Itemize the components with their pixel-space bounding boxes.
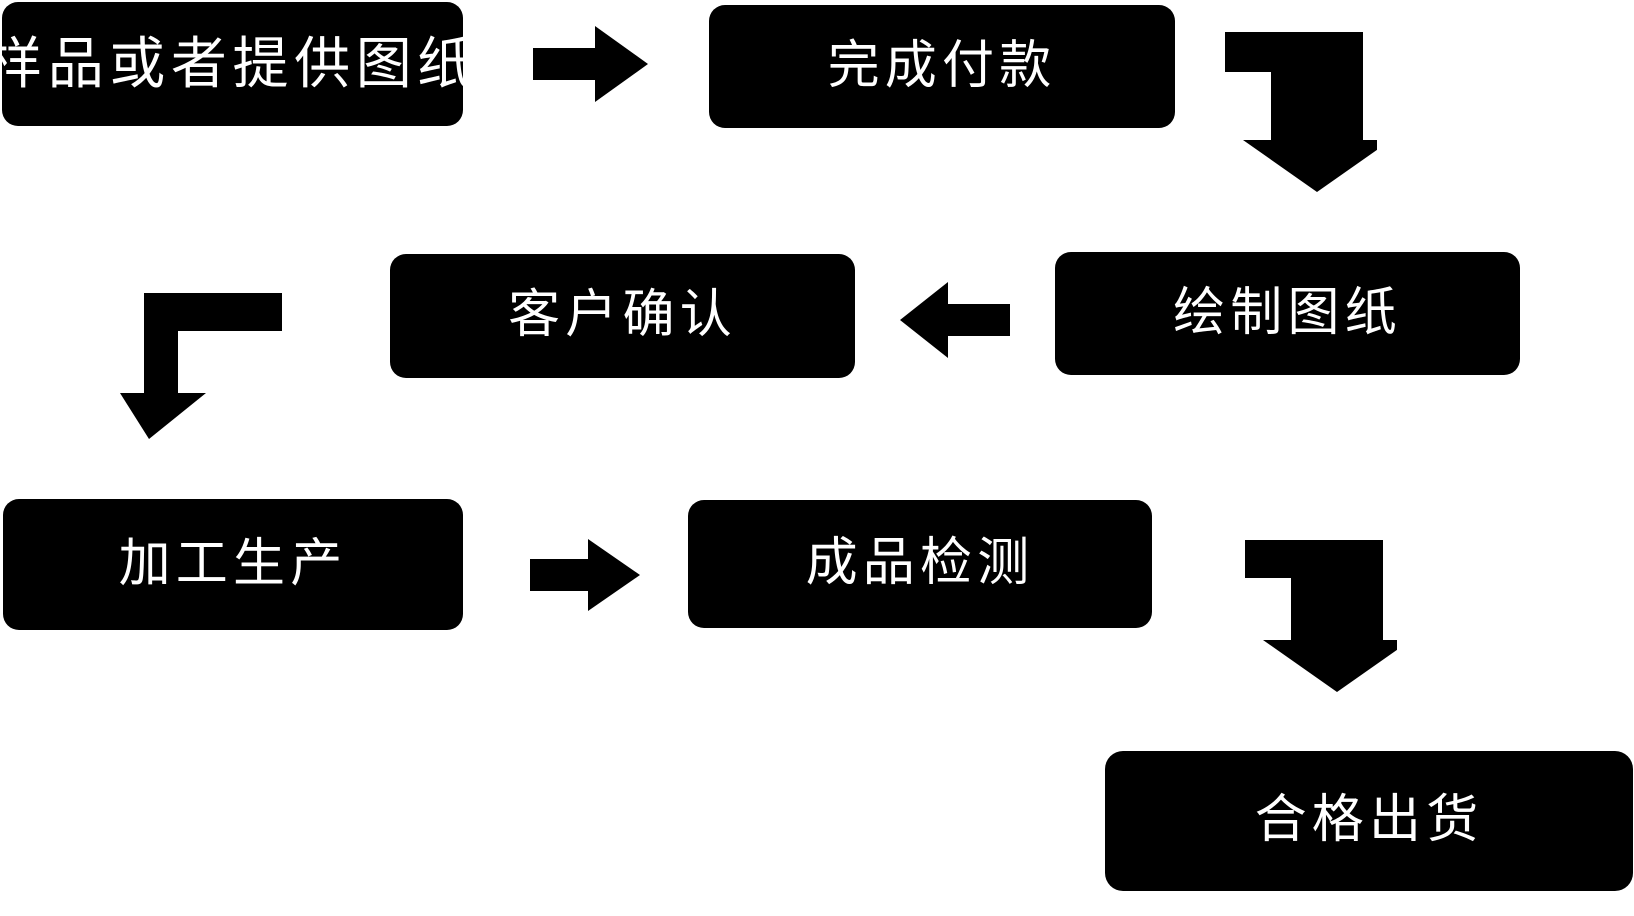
flow-node-sample-label: 样品或者提供图纸 [0, 32, 479, 96]
flow-node-inspection[interactable]: 成品检测 [688, 500, 1152, 628]
flow-node-confirm[interactable]: 客户确认 [390, 254, 855, 378]
flow-node-drawing-label: 绘制图纸 [1173, 283, 1402, 342]
flow-node-production-label: 加工生产 [118, 534, 348, 593]
flow-node-drawing[interactable]: 绘制图纸 [1055, 252, 1520, 375]
arrow-elbow-left-down-confirm-to-production-icon [120, 293, 282, 439]
flow-node-confirm-label: 客户确认 [508, 286, 737, 345]
arrow-elbow-right-down-inspection-to-shipment-icon [1245, 540, 1397, 692]
flow-node-payment-label: 完成付款 [827, 36, 1057, 95]
flow-node-shipment-label: 合格出货 [1254, 791, 1484, 850]
arrow-left-drawing-to-confirm-icon [900, 282, 1010, 358]
flow-node-inspection-label: 成品检测 [805, 534, 1035, 593]
flow-node-production[interactable]: 加工生产 [3, 499, 463, 630]
arrow-elbow-right-down-payment-to-drawing-icon [1225, 32, 1377, 192]
arrow-right-production-to-inspection-icon [530, 539, 640, 611]
arrow-right-sample-to-payment-icon [533, 26, 648, 102]
flow-node-sample[interactable]: 样品或者提供图纸 [0, 2, 473, 126]
flow-node-payment[interactable]: 完成付款 [709, 5, 1175, 128]
flow-node-shipment[interactable]: 合格出货 [1105, 751, 1633, 891]
